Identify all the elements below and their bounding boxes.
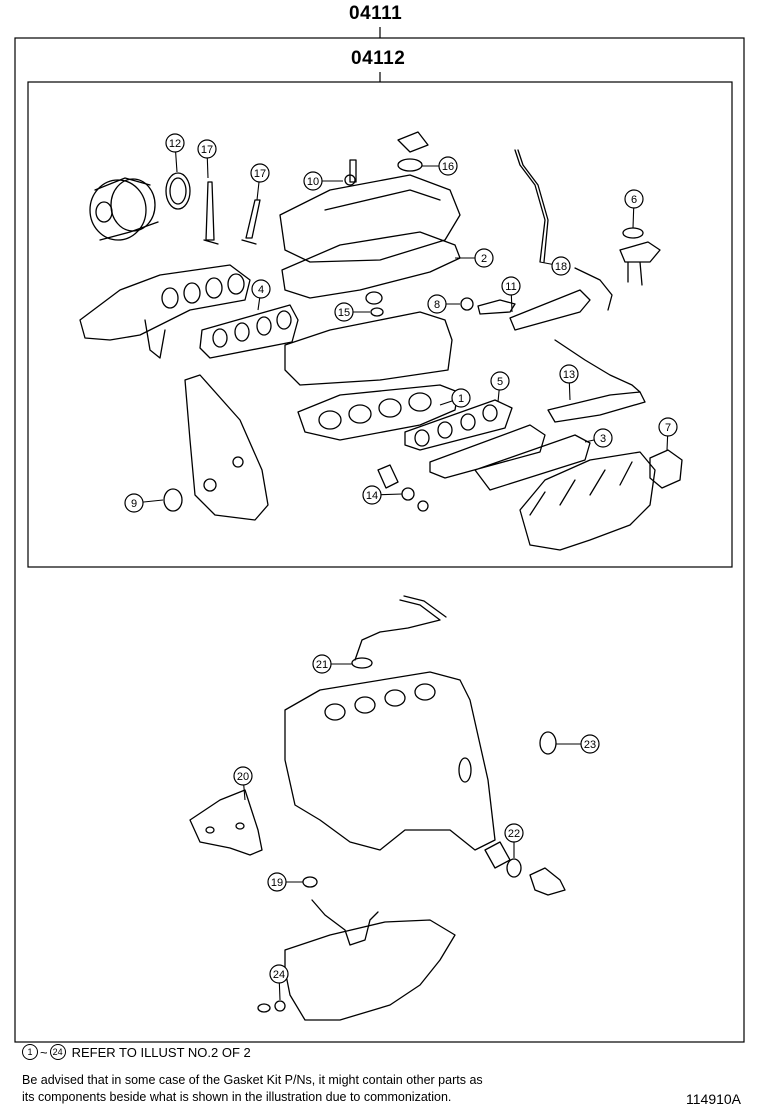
cylinder-head (284, 311, 453, 386)
kit-number-04111: 04111 (349, 3, 403, 24)
commonization-note: Be advised that in some case of the Gask… (22, 1072, 622, 1106)
o-ring-8 (460, 297, 474, 311)
oil-filter-bracket-22 (506, 858, 522, 878)
callout-circle (197, 139, 217, 159)
callout-number: 18 (555, 261, 567, 273)
timing-pulley-part (89, 177, 159, 241)
gasket-16 (397, 158, 423, 172)
gasket-13 (547, 391, 646, 423)
refer-text: REFER TO ILLUST NO.2 OF 2 (71, 1044, 251, 1060)
injector-seal-11 (509, 289, 591, 331)
cylinder-block (284, 671, 496, 851)
callout-circle (427, 294, 447, 314)
callout-number: 7 (665, 422, 671, 434)
note-line-1: Be advised that in some case of the Gask… (22, 1073, 483, 1087)
dipstick-guide (514, 149, 546, 263)
callout-circle (251, 279, 271, 299)
callout-number: 11 (505, 281, 516, 293)
callout-circle (501, 276, 521, 296)
gasket-19 (302, 876, 318, 888)
head-cover-gasket-2 (281, 231, 461, 299)
oil-seal-12 (165, 172, 191, 210)
figure-id: 114910A (686, 1091, 742, 1107)
callout-number: 15 (338, 307, 350, 319)
callout-circle (124, 493, 144, 513)
callout-circle (303, 171, 323, 191)
oil-strainer (311, 899, 379, 946)
callout-number: 8 (434, 299, 440, 311)
note-line-2: its components beside what is shown in t… (22, 1090, 452, 1104)
gasket-6 (622, 227, 644, 239)
callout-number: 1 (458, 393, 464, 405)
callout-number: 23 (584, 739, 596, 751)
oil-seal-9 (163, 488, 183, 512)
drain-plug-gasket-24 (274, 1000, 286, 1012)
callout-circle (593, 428, 613, 448)
cylinder-head-cover (279, 174, 461, 263)
callout-circle (233, 766, 253, 786)
plug-10 (344, 174, 356, 186)
valve-17a (203, 181, 219, 245)
inner-kit-frame (27, 81, 733, 568)
refer-note: 1 ~ 24 REFER TO ILLUST NO.2 OF 2 (22, 1044, 251, 1060)
callout-number: 17 (254, 168, 266, 180)
range-tilde: ~ (40, 1044, 48, 1060)
valve-17b (241, 199, 261, 245)
callout-number: 9 (131, 498, 137, 510)
outer-kit-frame (14, 37, 745, 1043)
callout-circle (559, 364, 579, 384)
intake-manifold (519, 451, 656, 551)
gasket-7 (649, 449, 683, 489)
callout-circle (504, 823, 524, 843)
range-end-marker: 24 (49, 1044, 66, 1060)
callout-circle (490, 371, 510, 391)
callout-number: 5 (497, 376, 503, 388)
callout-number: 12 (169, 138, 181, 150)
callout-number: 3 (600, 433, 606, 445)
intake-gasket-3 (429, 424, 591, 491)
callout-circle (250, 163, 270, 183)
callout-number: 10 (307, 176, 319, 188)
callout-circle (551, 256, 571, 276)
callout-circle (624, 189, 644, 209)
callout-number: 22 (508, 828, 520, 840)
kit-number-04112: 04112 (351, 48, 406, 69)
intake-gasket-5 (404, 399, 513, 451)
range-start-marker: 1 (22, 1044, 38, 1060)
callout-circle (165, 133, 185, 153)
callout-circle (451, 388, 471, 408)
callout-circle (269, 964, 289, 984)
callout-number: 16 (442, 161, 454, 173)
callout-circle (474, 248, 494, 268)
callout-number: 19 (271, 877, 283, 889)
callout-circle (334, 302, 354, 322)
callout-number: 6 (631, 194, 637, 206)
dipstick-guide-21 (354, 599, 441, 661)
callout-circle (438, 156, 458, 176)
timing-cover (184, 374, 269, 521)
plug-15 (370, 307, 384, 317)
callout-number: 17 (201, 144, 213, 156)
cylinder-head-gasket-1 (297, 384, 459, 441)
callout-number: 4 (258, 284, 264, 296)
rear-oil-seal-retainer-20 (189, 789, 263, 856)
callout-circle (658, 417, 678, 437)
callout-number: 24 (273, 969, 285, 981)
callout-circle (267, 872, 287, 892)
oil-filler-cap (397, 131, 429, 153)
oil-pan (284, 919, 456, 1021)
exhaust-manifold (79, 264, 251, 341)
callout-number: 14 (366, 490, 378, 502)
callout-circle (362, 485, 382, 505)
sensor-14 (377, 464, 399, 489)
callout-number: 21 (316, 659, 328, 671)
oil-seal-23 (539, 731, 557, 755)
callout-number: 20 (237, 771, 249, 783)
callout-circle (312, 654, 332, 674)
callout-number: 13 (563, 369, 575, 381)
callout-number: 2 (481, 253, 487, 265)
callout-circle (580, 734, 600, 754)
